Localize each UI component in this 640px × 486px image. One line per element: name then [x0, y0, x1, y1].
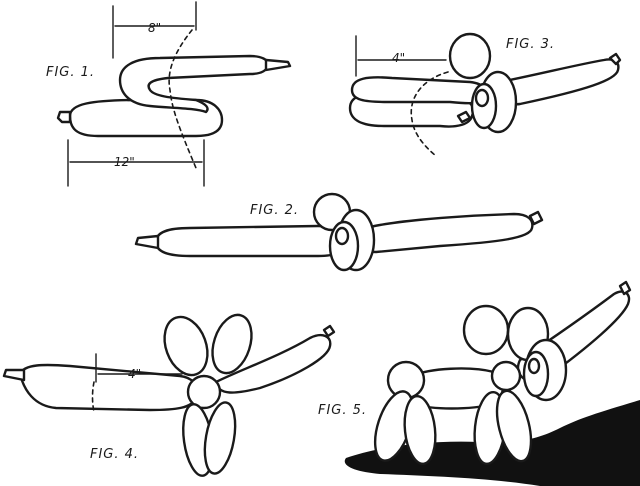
fig4-ear-left: [163, 315, 209, 377]
fig4-fold-dashes: [91, 381, 95, 413]
fig3-ear-top: [448, 32, 492, 80]
fig2-balloon-right: [355, 212, 534, 254]
fig3-knot: [456, 110, 472, 124]
fig3-label: FIG. 3.: [506, 37, 555, 52]
fig2-nozzle-left: [134, 234, 160, 250]
fig2-balloon-left: [154, 224, 346, 258]
fig1-balloon-middle: [118, 54, 270, 114]
fig5-snout-inner: [527, 357, 541, 375]
fig1-label: FIG. 1.: [46, 65, 95, 80]
fig3-dim-label: 4": [392, 51, 405, 65]
figure-2: FIG. 2.: [134, 192, 544, 272]
figure-5: FIG. 5.: [318, 280, 640, 486]
fig1-dim-top-label: 8": [148, 21, 161, 35]
fig4-ear-right: [211, 313, 253, 375]
fig4-label: FIG. 4.: [90, 447, 139, 462]
fig4-neck: [214, 334, 332, 394]
fig5-head: [490, 360, 522, 392]
fig5-back-leg-b: [403, 394, 437, 466]
figure-3: 4" FIG. 3.: [348, 32, 622, 157]
fig2-knot-right: [528, 210, 544, 226]
fig2-loop-inner: [334, 226, 350, 246]
fig4-body: [18, 363, 199, 412]
fig1-dim-bottom-label: 12": [114, 155, 135, 169]
fig4-nozzle: [2, 368, 26, 382]
fig5-neck-tip: [618, 280, 632, 296]
fig5-ear-left: [462, 304, 510, 356]
fig5-label: FIG. 5.: [318, 403, 367, 418]
fig4-neck-tip: [322, 324, 336, 338]
figure-1: 8" 12" FIG. 1.: [46, 1, 292, 187]
fig1-nozzle-right: [264, 58, 292, 72]
fig4-leg-right: [203, 401, 237, 475]
fig4-dim-label: 4": [128, 367, 141, 381]
fig2-label: FIG. 2.: [250, 203, 299, 218]
fig1-fold-dashes: [168, 29, 197, 169]
fig4-head: [186, 374, 222, 410]
fig3-ear-inner: [474, 88, 490, 108]
fig3-tail-tip: [608, 52, 622, 66]
figure-4: 4" FIG. 4.: [2, 313, 336, 477]
fig1-knot-left: [56, 110, 72, 124]
fig3-tail: [498, 58, 620, 106]
fig3-fold-dashes: [410, 71, 449, 157]
